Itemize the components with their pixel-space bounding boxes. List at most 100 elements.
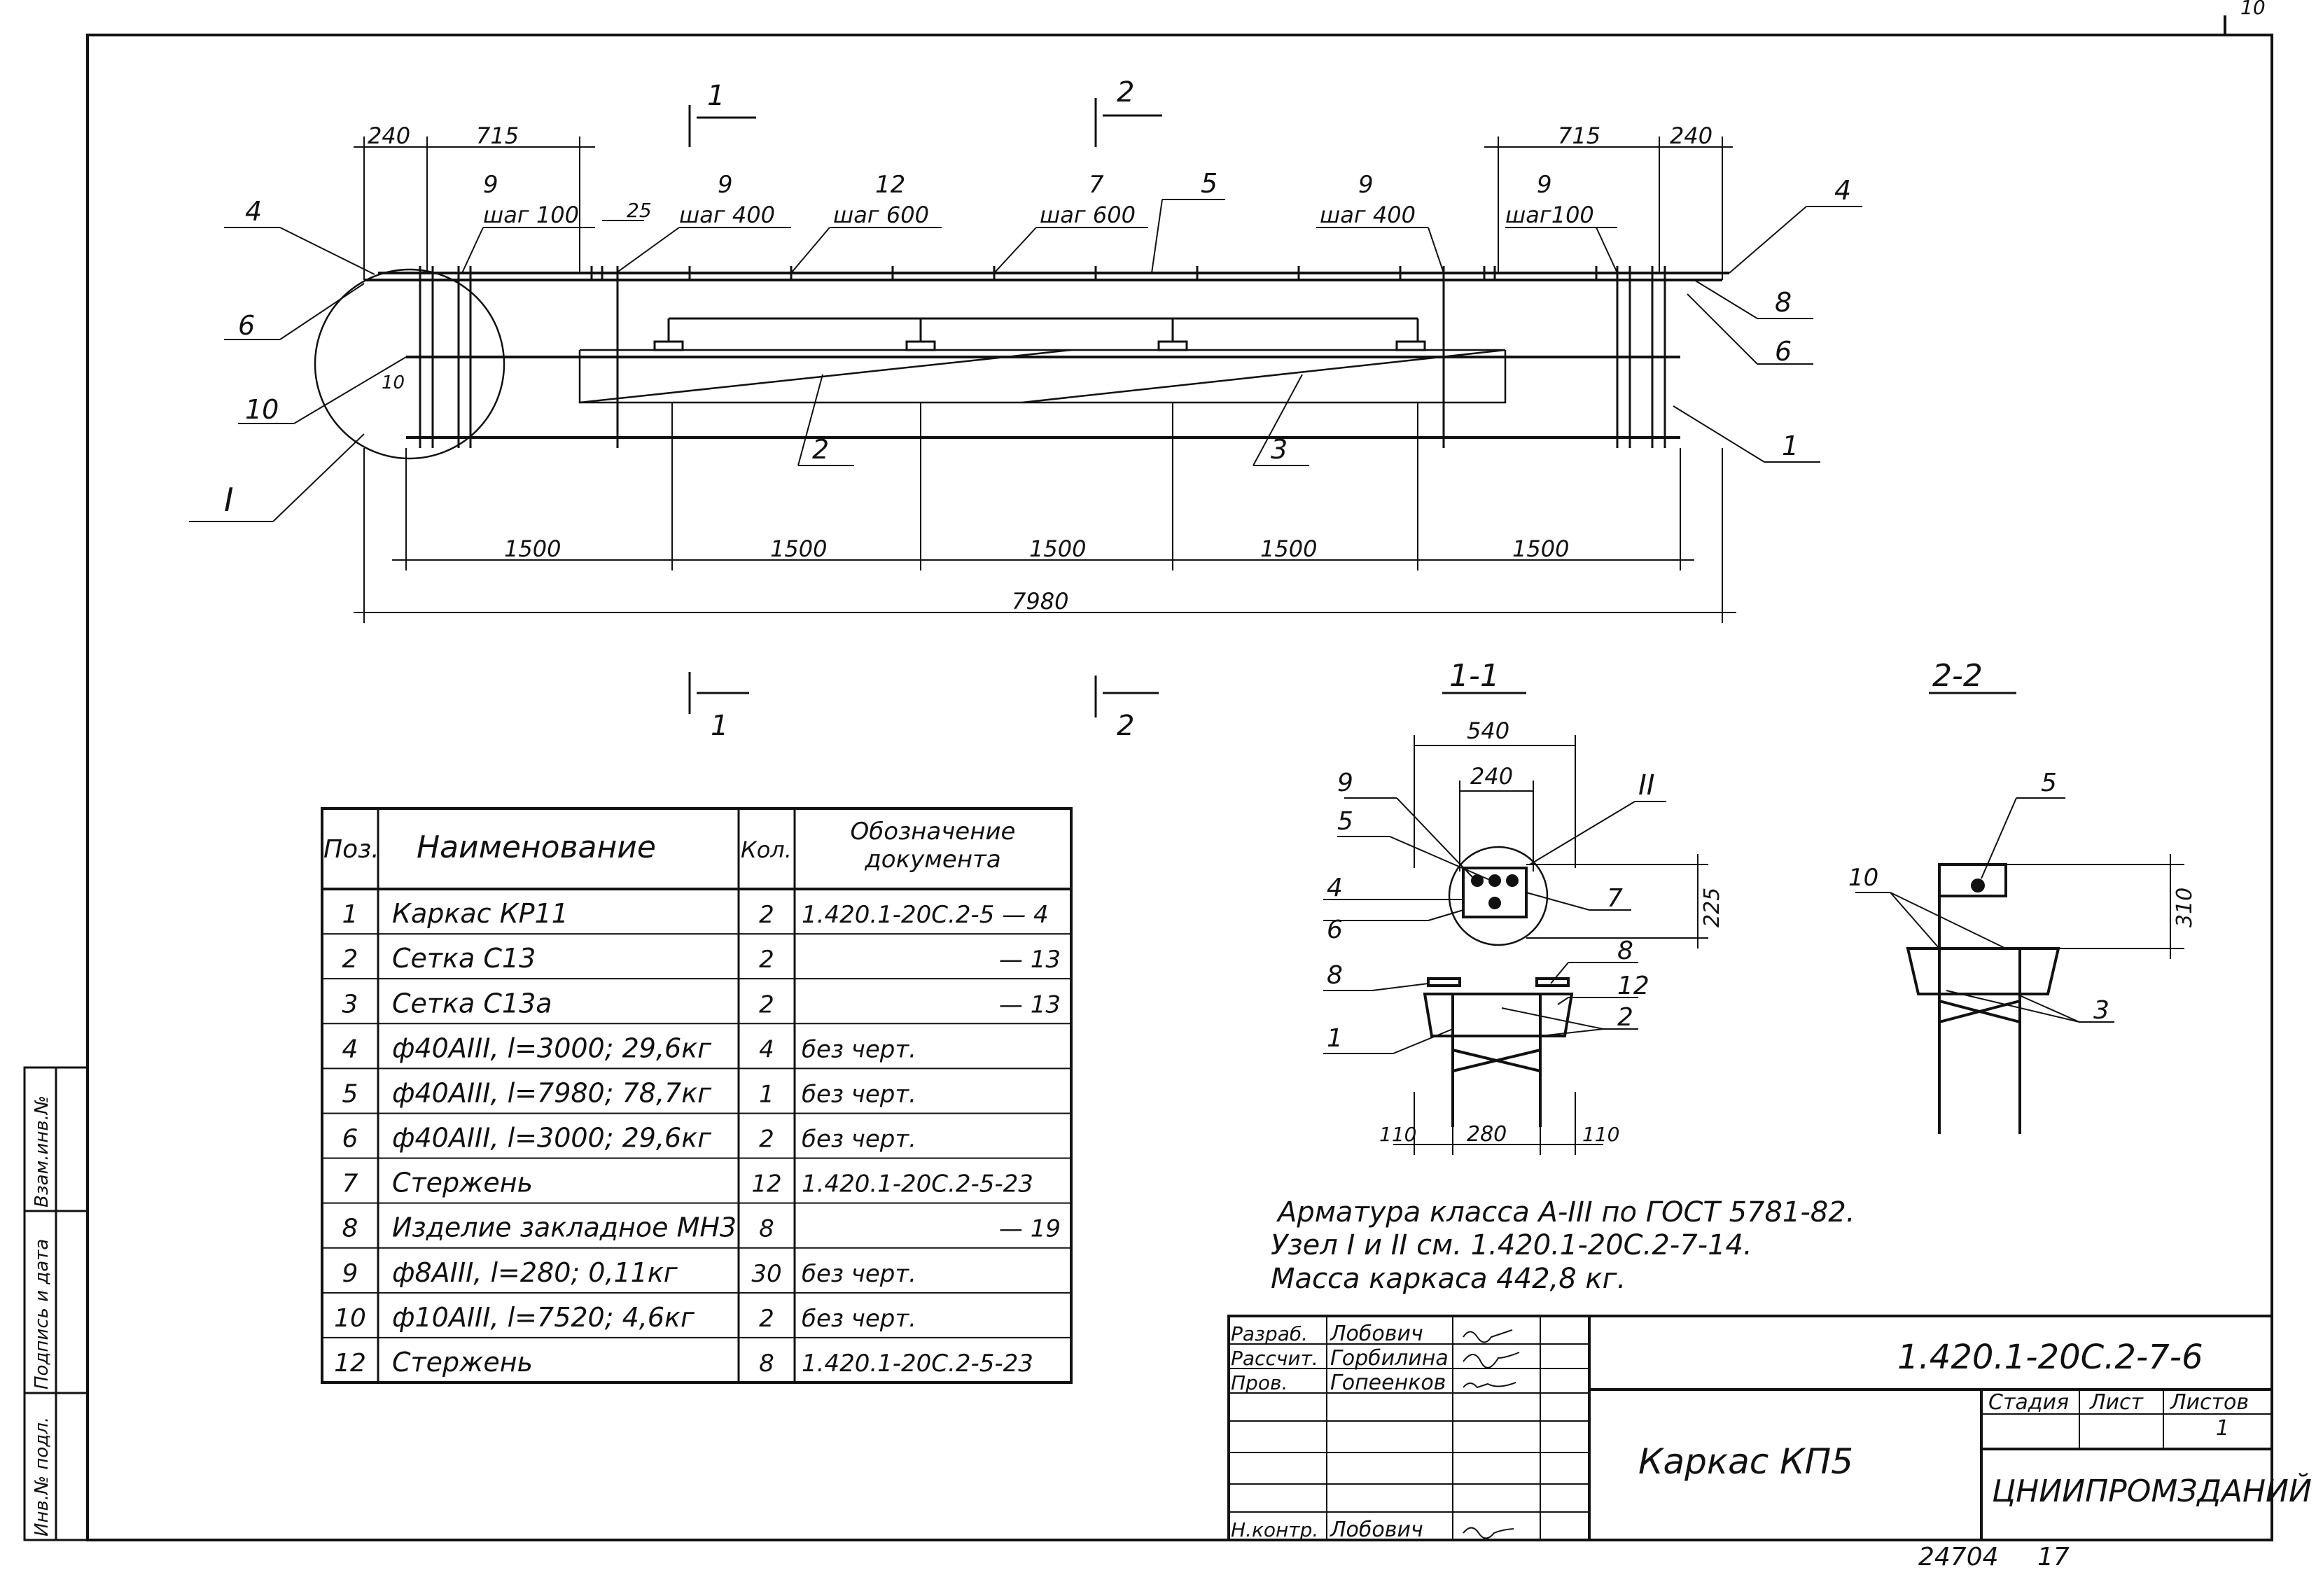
s1-inner: 240	[1470, 763, 1513, 790]
embedded-plates	[653, 317, 1426, 351]
spec-cell: без черт.	[802, 1260, 916, 1288]
bottom-dim-2: 1500	[770, 536, 827, 562]
spec-cell: ф10АIII, l=7520; 4,6кг	[392, 1302, 695, 1333]
spec-cell: 8	[759, 1215, 774, 1243]
spec-cell: ф40АIII, l=7980; 78,7кг	[392, 1077, 712, 1108]
pos-label-10-left: 10	[245, 394, 279, 425]
side-stamp-replace: Взам.инв.№	[32, 1096, 53, 1208]
spacing-2-text: шаг 400	[679, 202, 775, 228]
section-2-2-title: 2-2	[1932, 658, 1983, 694]
spec-cell: Каркас КР11	[392, 898, 568, 929]
spec-cell: 12	[334, 1349, 366, 1378]
spec-cell: 12	[751, 1170, 781, 1198]
spacing-4-text: шаг 600	[1040, 202, 1136, 228]
total-length: 7980	[1012, 588, 1068, 615]
spec-cell: 2	[759, 901, 774, 929]
spec-cell: 8	[759, 1350, 774, 1378]
spec-cell: ф40АIII, l=3000; 29,6кг	[392, 1123, 712, 1154]
spec-cell: 10	[334, 1304, 366, 1333]
section-2-2: 2-2 310 5 10 3	[1848, 658, 2197, 1134]
spec-header-name: Наименование	[417, 830, 656, 865]
tb-role-1: Разраб.	[1231, 1322, 1308, 1345]
note-3: Масса каркаса 442,8 кг.	[1271, 1263, 1626, 1295]
s1-label-9: 9	[1337, 769, 1353, 797]
pos-label-1: 1	[1782, 430, 1799, 461]
tb-role-4: Н.контр.	[1231, 1518, 1318, 1541]
tb-name-3: Гопеенков	[1330, 1371, 1446, 1395]
s1-width: 540	[1467, 718, 1509, 744]
pos-label-6-left: 6	[238, 310, 255, 341]
side-stamp-sign: Подпись и дата	[32, 1239, 53, 1390]
pos-label-4-right: 4	[1834, 175, 1851, 206]
bottom-dim-5: 1500	[1512, 536, 1569, 562]
tb-stage-header: Стадия	[1988, 1390, 2069, 1415]
dim-top-right-715: 715	[1558, 122, 1600, 149]
s1-label-7: 7	[1607, 884, 1623, 913]
dim-top-left-715: 715	[476, 122, 519, 149]
spec-cell: Изделие закладное МН3	[392, 1212, 737, 1243]
dim-top-right-240: 240	[1670, 122, 1712, 149]
pos-label-3: 3	[1271, 434, 1288, 465]
position-leaders	[189, 199, 1862, 522]
note-2: Узел I и II см. 1.420.1-20С.2-7-14.	[1271, 1229, 1752, 1261]
s1-label-5: 5	[1337, 807, 1353, 836]
spec-cell: 4	[342, 1035, 358, 1063]
spec-cell: 30	[751, 1260, 781, 1288]
bottom-dim-chain	[354, 402, 1736, 623]
spec-header-pos: Поз.	[323, 835, 379, 864]
pos-label-5: 5	[1201, 168, 1218, 199]
tb-role-2: Рассчит.	[1231, 1347, 1318, 1370]
pos-label-4-left: 4	[245, 196, 262, 227]
section-marker-1-bottom: 1	[711, 710, 728, 742]
tb-sheets-header: Листов	[2170, 1390, 2249, 1415]
spec-cell: 6	[342, 1125, 358, 1154]
s2-label-5: 5	[2041, 769, 2057, 797]
spacing-callouts	[461, 227, 1618, 274]
s1-label-6: 6	[1327, 916, 1343, 944]
spec-cell: 7	[342, 1170, 358, 1198]
s1-node-II: II	[1638, 769, 1655, 802]
spacing-6-text: шаг100	[1505, 202, 1594, 228]
spec-cell: без черт.	[802, 1035, 916, 1063]
spec-cell: 1.420.1-20С.2-5-23	[802, 1350, 1033, 1378]
s2-label-10: 10	[1848, 864, 1878, 892]
s2-label-3: 3	[2093, 996, 2109, 1025]
note-1: Арматура класса А-III по ГОСТ 5781-82.	[1276, 1196, 1855, 1228]
spec-cell: — 19	[999, 1215, 1061, 1243]
spacing-5-text: шаг 400	[1320, 202, 1416, 228]
spec-cell: 4	[759, 1035, 774, 1063]
tb-name-2: Горбилина	[1330, 1346, 1449, 1371]
tb-code: 1.420.1-20С.2-7-6	[1897, 1338, 2203, 1377]
bottom-dim-4: 1500	[1260, 536, 1317, 562]
s1-label-2: 2	[1617, 1003, 1633, 1032]
pos-label-8: 8	[1775, 287, 1792, 318]
spec-cell: — 13	[999, 990, 1061, 1018]
tb-name-4: Лобович	[1330, 1518, 1423, 1542]
s1-label-8-right: 8	[1617, 937, 1633, 965]
tb-sheet-header: Лист	[2089, 1390, 2144, 1415]
spec-header-qty: Кол.	[741, 836, 792, 863]
spec-cell: 1	[342, 900, 358, 929]
spec-cell: 2	[759, 1305, 774, 1333]
node-circle-I	[314, 268, 505, 460]
spacing-6-pos: 9	[1537, 171, 1552, 199]
s1-dim-280: 280	[1467, 1122, 1507, 1147]
section-marker-2-bottom: 2	[1117, 710, 1134, 742]
spec-cell: без черт.	[802, 1305, 916, 1333]
dim-small-25: 25	[627, 199, 652, 222]
notes: Арматура класса А-III по ГОСТ 5781-82. У…	[1271, 1196, 1855, 1295]
spec-cell: 1	[759, 1080, 774, 1108]
spacing-2-pos: 9	[718, 171, 733, 199]
signatures	[1463, 1329, 1520, 1539]
spec-cell: 1.420.1-20С.2-5 — 4	[802, 901, 1049, 929]
dim-top-left-240: 240	[368, 122, 410, 149]
bottom-format: 17	[2037, 1543, 2070, 1572]
spec-cell: 5	[342, 1079, 358, 1108]
pos-label-6-right: 6	[1775, 336, 1792, 367]
spec-cell: 2	[759, 990, 774, 1018]
spec-cell: без черт.	[802, 1126, 916, 1154]
spec-cell: 2	[759, 946, 774, 974]
tb-sheets-count: 1	[2216, 1416, 2229, 1441]
spec-header-doc: Обозначение документа	[850, 818, 1016, 874]
bottom-code: 24704	[1918, 1543, 1999, 1572]
